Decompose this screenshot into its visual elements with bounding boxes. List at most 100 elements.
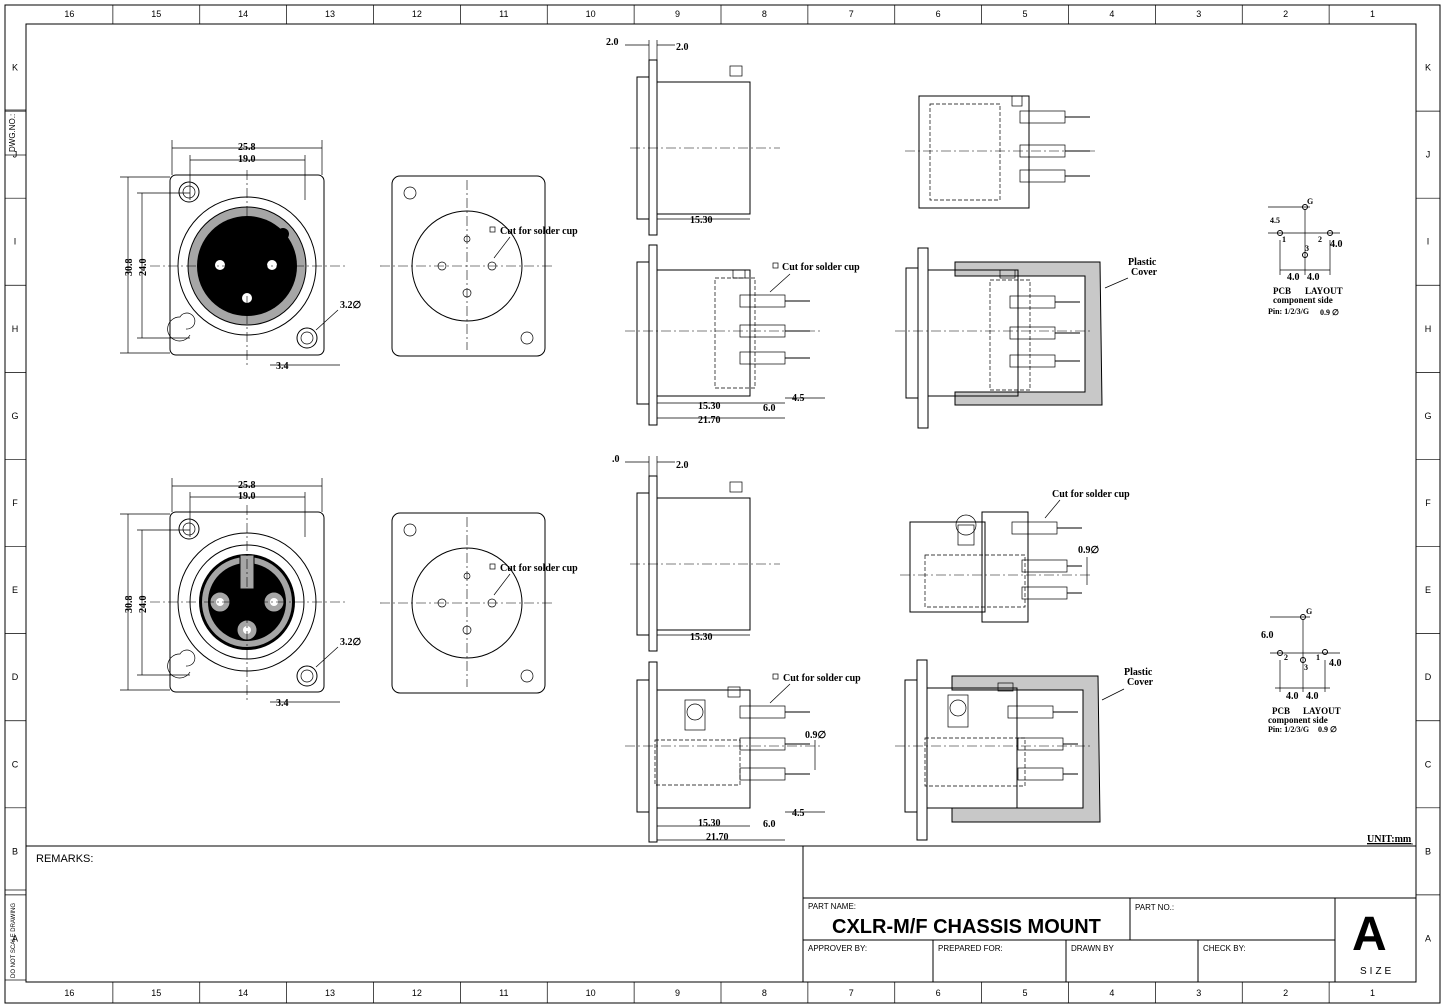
grid-col-top-7: 7 xyxy=(849,9,854,19)
male-pcb-title-a: PCB xyxy=(1273,286,1291,296)
grid-col-bottom-12: 12 xyxy=(412,988,422,998)
female-dim-width-outer: 25.8 xyxy=(238,480,256,491)
grid-row-left-K: K xyxy=(12,63,18,73)
grid-col-bottom-7: 7 xyxy=(849,988,854,998)
male-pcb-dh1: 4.0 xyxy=(1287,272,1300,283)
remarks-label: REMARKS: xyxy=(36,853,93,865)
grid-row-right-I: I xyxy=(1427,237,1430,247)
grid-col-top-1: 1 xyxy=(1370,9,1375,19)
female-pcb-dim-pin: 6.0 xyxy=(763,819,776,830)
female-pcb-cut-label: Cut for solder cup xyxy=(783,673,861,684)
do-not-scale-label: DO NOT SCALE DRAWING xyxy=(11,903,17,978)
female-pcb-dh2: 4.0 xyxy=(1306,691,1319,702)
approver-label: APPROVER BY: xyxy=(808,944,867,953)
female-top-cut-label: Cut for solder cup xyxy=(1052,489,1130,500)
part-name-label: PART NAME: xyxy=(808,902,856,911)
male-pcb-dv: 4.5 xyxy=(1270,216,1280,225)
grid-col-bottom-3: 3 xyxy=(1196,988,1201,998)
male-rear-view: Cut for solder cup xyxy=(380,175,578,357)
grid-col-bottom-11: 11 xyxy=(499,988,508,998)
prepared-label: PREPARED FOR: xyxy=(938,944,1003,953)
grid-col-top-2: 2 xyxy=(1283,9,1288,19)
male-cover-label-2: Cover xyxy=(1131,267,1158,278)
female-pcb-dv: 6.0 xyxy=(1261,630,1274,641)
grid-col-top-16: 16 xyxy=(64,9,74,19)
male-pcb-dim-len: 15.30 xyxy=(698,401,721,412)
male-pcb-dr: 4.0 xyxy=(1330,239,1343,250)
grid-row-left-D: D xyxy=(12,672,19,682)
female-pcb-pin-dia: 0.9∅ xyxy=(805,730,827,741)
male-side-view: 2.0 2.0 15.30 xyxy=(606,37,780,236)
male-front-dimensions: 25.8 19.0 30.8 24.0 3.2∅ 3.4 xyxy=(120,140,362,372)
male-rear-cut-label: Cut for solder cup xyxy=(500,226,578,237)
female-pcb-layout: G 2 1 3 6.0 4.0 4.0 4.0 PCB LAYOUT compo… xyxy=(1261,607,1342,734)
female-cover-label-2: Cover xyxy=(1127,677,1154,688)
grid-col-bottom-9: 9 xyxy=(675,988,680,998)
grid-row-right-H: H xyxy=(1425,324,1432,334)
female-pcb-title-a: PCB xyxy=(1272,706,1290,716)
grid-row-left-B: B xyxy=(12,846,18,856)
male-pcb-g: G xyxy=(1307,197,1313,206)
male-pcb-dim-pin: 6.0 xyxy=(763,403,776,414)
grid-col-bottom-15: 15 xyxy=(151,988,161,998)
male-front-view xyxy=(150,170,345,365)
male-side-dim-b: 2.0 xyxy=(676,42,689,53)
male-pcb-dim-gap: 4.5 xyxy=(792,393,805,404)
female-rear-view: Cut for solder cup xyxy=(380,512,578,694)
male-side-dim-a: 2.0 xyxy=(606,37,619,48)
grid-col-bottom-16: 16 xyxy=(64,988,74,998)
grid-col-top-6: 6 xyxy=(936,9,941,19)
female-pcb-dr: 4.0 xyxy=(1329,658,1342,669)
male-pcb-p3: 3 xyxy=(1305,244,1309,253)
male-dim-height-outer: 30.8 xyxy=(124,259,135,277)
grid-col-top-4: 4 xyxy=(1109,9,1114,19)
male-pcb-dh2: 4.0 xyxy=(1307,272,1320,283)
grid-row-right-A: A xyxy=(1425,933,1431,943)
grid-row-right-B: B xyxy=(1425,846,1431,856)
part-no-label: PART NO.: xyxy=(1135,903,1174,912)
male-pcb-p2: 2 xyxy=(1318,235,1322,244)
male-cover-view: Plastic Cover xyxy=(895,247,1158,429)
check-label: CHECK BY: xyxy=(1203,944,1246,953)
female-pcb-dia: 0.9 ∅ xyxy=(1318,725,1337,734)
male-pcb-p1: 1 xyxy=(1282,235,1286,244)
grid-row-right-K: K xyxy=(1425,63,1431,73)
female-side-dim-len: 15.30 xyxy=(690,632,713,643)
part-name: CXLR-M/F CHASSIS MOUNT xyxy=(832,916,1101,938)
grid-col-top-10: 10 xyxy=(586,9,596,19)
grid-col-bottom-5: 5 xyxy=(1023,988,1028,998)
dwg-no-box xyxy=(4,109,27,156)
female-pcb-dh1: 4.0 xyxy=(1286,691,1299,702)
size-letter: A xyxy=(1352,908,1387,961)
do-not-scale-box xyxy=(4,889,27,981)
unit-label: UNIT:mm xyxy=(1367,834,1412,845)
male-pcb-layout: G 1 2 3 4.5 4.0 4.0 4.0 PCB LAYOUT compo… xyxy=(1268,197,1343,317)
male-dim-height-inner: 24.0 xyxy=(138,259,149,277)
grid-row-right-D: D xyxy=(1425,672,1432,682)
grid-col-top-5: 5 xyxy=(1023,9,1028,19)
female-dim-width-inner: 19.0 xyxy=(238,491,256,502)
female-pcb-dim-gap: 4.5 xyxy=(792,808,805,819)
size-label: SIZE xyxy=(1360,966,1394,977)
female-dim-hole: 3.2∅ xyxy=(340,637,362,648)
grid-col-top-8: 8 xyxy=(762,9,767,19)
female-dim-offset: 3.4 xyxy=(276,698,289,709)
grid-row-left-I: I xyxy=(14,237,17,247)
grid-col-bottom-6: 6 xyxy=(936,988,941,998)
male-pcb-cut-label: Cut for solder cup xyxy=(782,262,860,273)
grid-row-right-F: F xyxy=(1425,498,1431,508)
male-top-view xyxy=(905,95,1095,209)
grid-col-top-12: 12 xyxy=(412,9,422,19)
grid-row-left-H: H xyxy=(12,324,19,334)
female-pcb-dim-len: 15.30 xyxy=(698,818,721,829)
female-pcb-dim-total: 21.70 xyxy=(706,832,729,843)
dwg-no-label: DWG.NO.: xyxy=(8,114,17,152)
male-dim-hole: 3.2∅ xyxy=(340,300,362,311)
grid-col-bottom-14: 14 xyxy=(238,988,248,998)
male-pcb-side-view: Cut for solder cup 15.30 21.70 6.0 4.5 xyxy=(625,244,860,426)
female-pcb-side-view: Cut for solder cup 0.9∅ 15.30 21.70 6.0 … xyxy=(625,661,861,843)
